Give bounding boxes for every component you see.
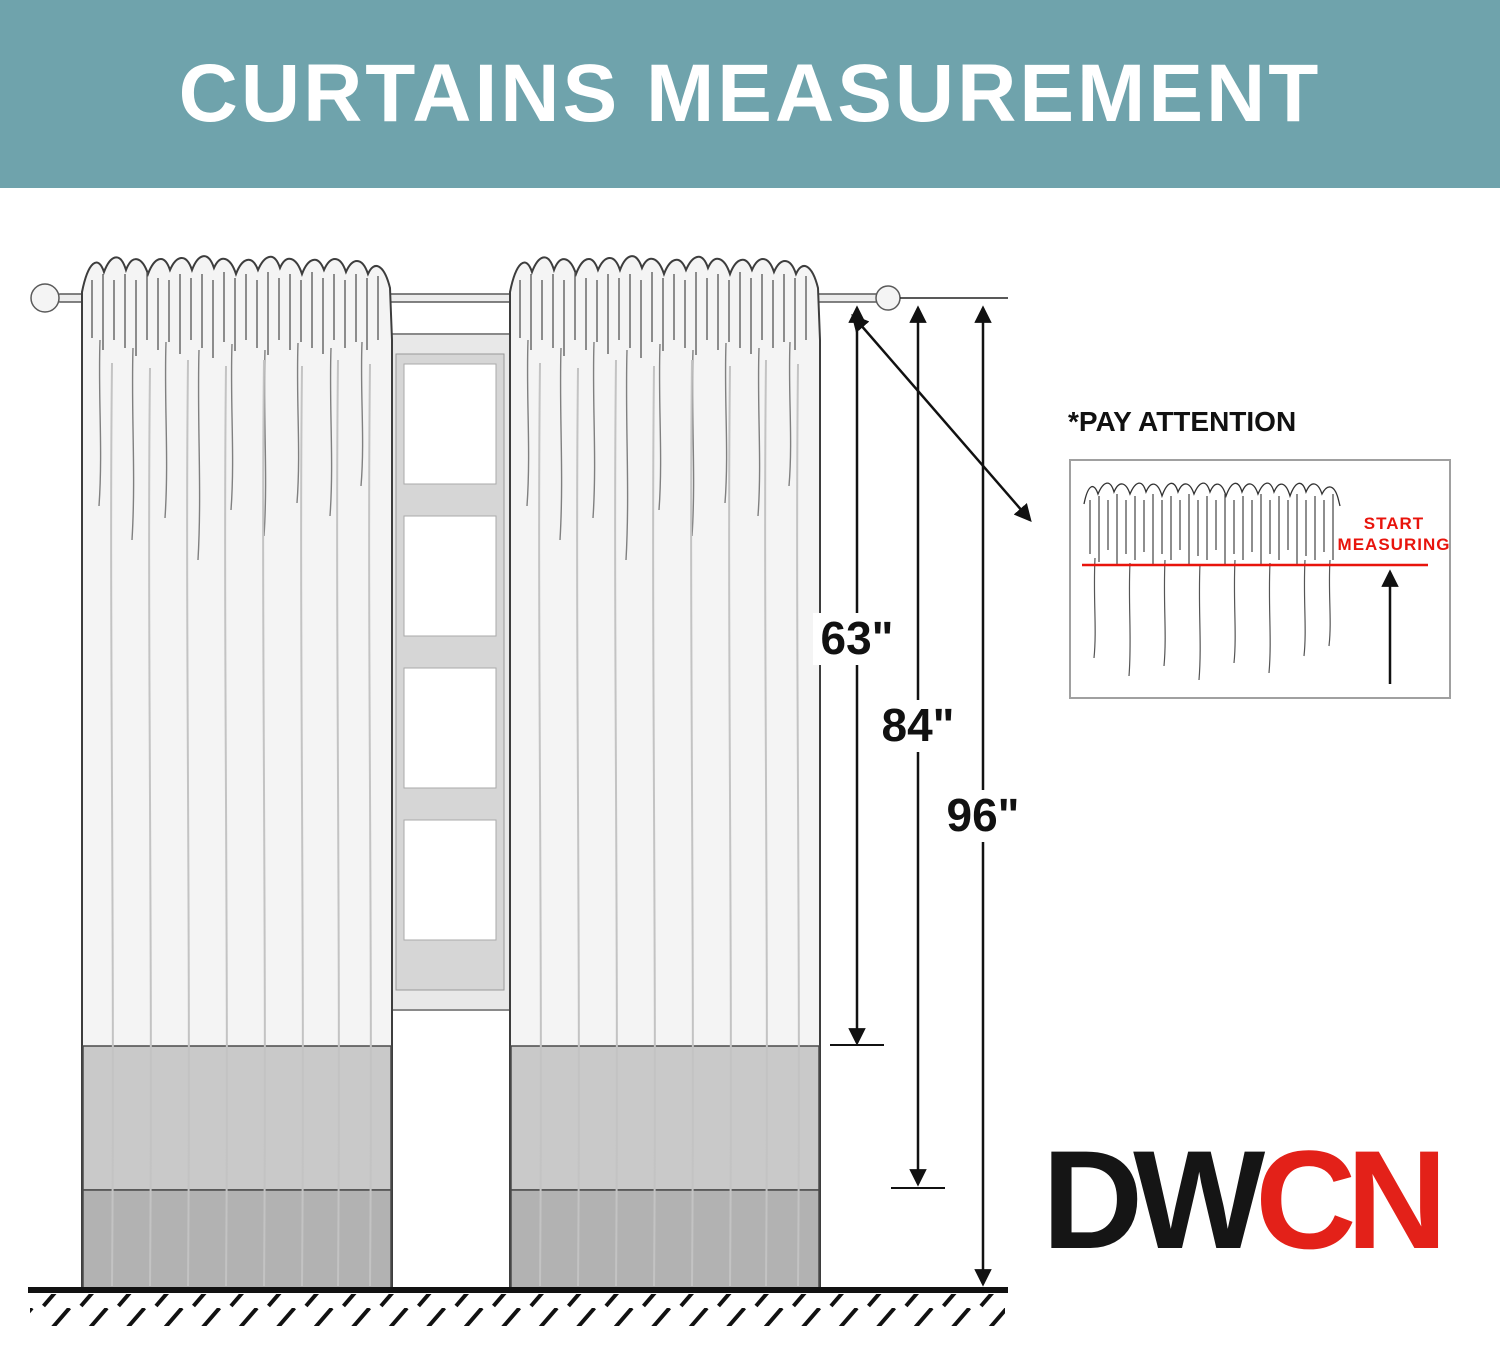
curtain-fold-lines [110,359,372,1287]
window-pane [403,819,497,941]
logo-letter-n: N [1346,1121,1438,1278]
start-measuring-label-line1: START [1364,514,1424,533]
logo-letter-c: C [1255,1121,1353,1278]
curtain-header-gathers [91,272,379,358]
measurement-label-63: 63" [821,612,894,664]
pay-attention-inset: *PAY ATTENTION START MEASURING [1068,406,1451,699]
curtain-gather-tails [98,339,364,561]
curtain-bottom-band [82,1189,392,1291]
curtains-measurement-svg: 63" 84" 96" *PAY ATTENTION START MEASURI… [28,255,1451,1326]
window-pane [403,363,497,485]
window-pane [403,667,497,789]
header-banner: CURTAINS MEASUREMENT [0,0,1500,188]
window-pane [403,515,497,637]
window [377,333,523,1011]
rod-finial-left [30,283,60,313]
measurement-label-96: 96" [947,789,1020,841]
inset-caption: *PAY ATTENTION [1068,406,1296,437]
label-bg [939,790,1027,842]
start-measuring-label-line2: MEASURING [1338,535,1451,554]
right-curtain-panel [509,255,821,1291]
inset-curtain-scallop [1083,482,1341,507]
rod-finial-right [875,285,901,311]
floor-hatching [30,1294,1005,1326]
inset-box [1069,459,1451,699]
zoom-callout-arrow [851,314,1032,522]
label-bg [874,700,962,752]
brand-logo-text: DWCN [1042,1121,1438,1278]
logo-letter-d: D [1042,1121,1138,1278]
measurement-label-84: 84" [882,699,955,751]
inset-curtain-tails [1093,557,1331,681]
inset-curtain-gathers [1089,494,1334,566]
brand-logo: DWCN [1042,1121,1448,1278]
label-bg [813,613,901,665]
measurement-labels: 63" 84" 96" [813,612,1027,842]
curtain-silhouette [81,255,393,1291]
page-title: CURTAINS MEASUREMENT [178,48,1322,139]
measurement-diagram: 63" 84" 96" *PAY ATTENTION START MEASURI… [0,188,1500,1354]
logo-letter-w: W [1133,1121,1265,1278]
left-curtain-panel [81,255,393,1291]
floor [28,1287,1008,1326]
curtain-mid-band [82,1045,392,1191]
